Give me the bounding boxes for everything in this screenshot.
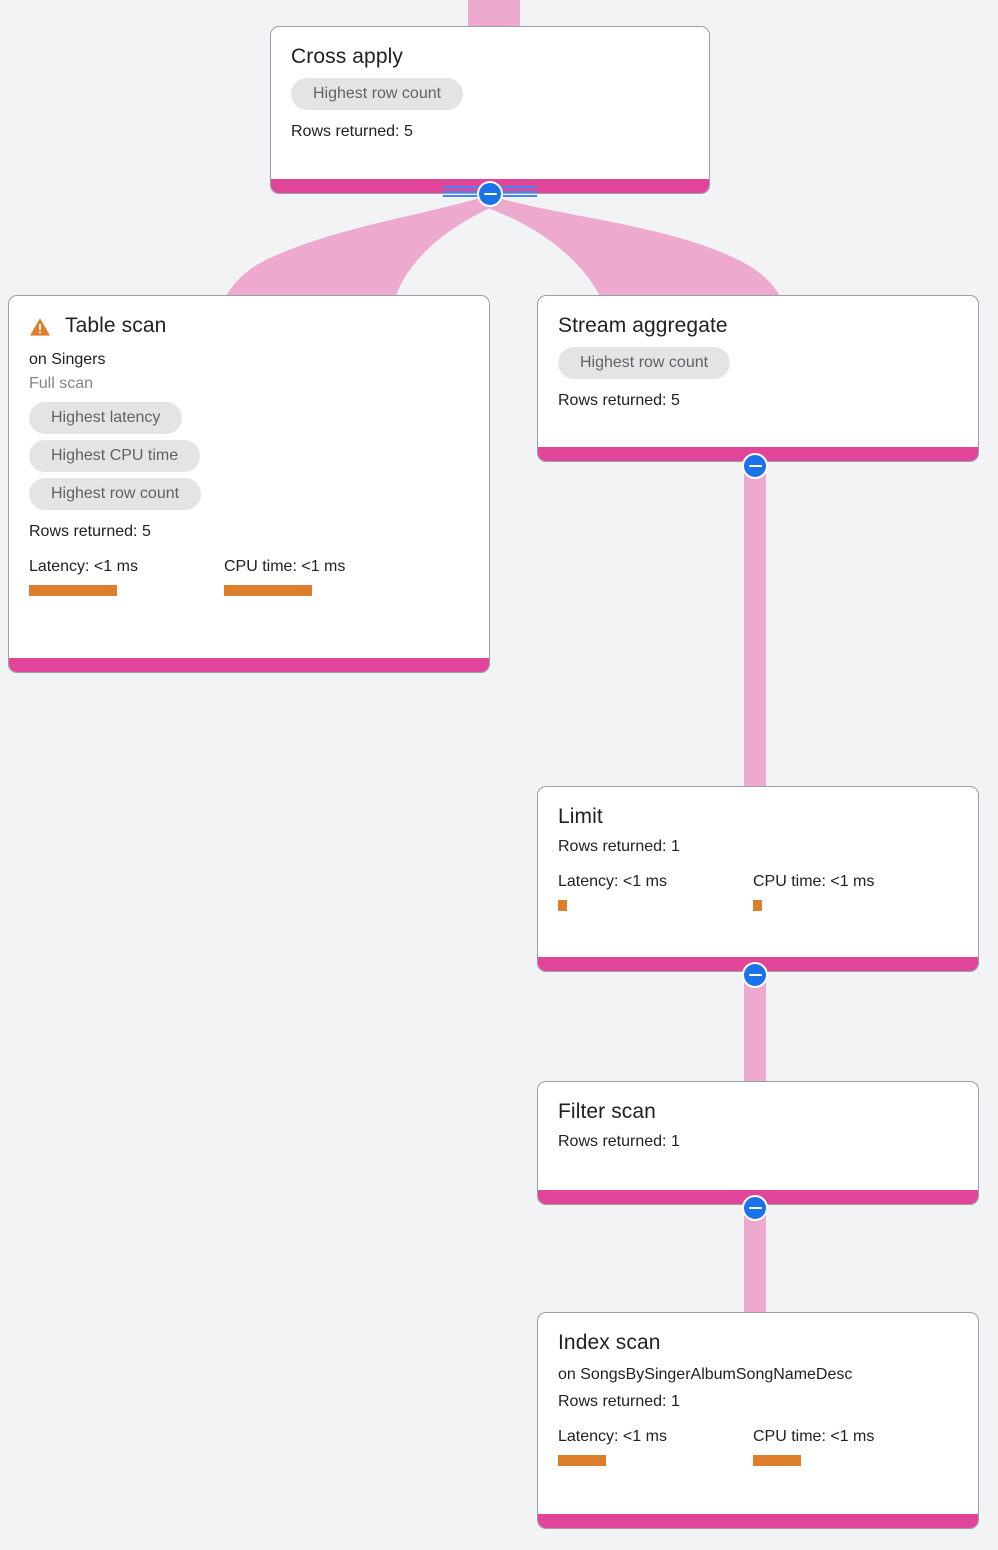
badge-list: Highest latency Highest CPU time Highest… <box>29 402 469 516</box>
badge-highest-latency: Highest latency <box>29 402 183 434</box>
node-table-scan[interactable]: Table scan on Singers Full scan Highest … <box>8 295 490 673</box>
node-title: Cross apply <box>291 45 403 68</box>
minus-icon <box>748 1206 762 1210</box>
node-header: Limit <box>558 803 958 831</box>
metric-list: Latency: <1 ms CPU time: <1 ms <box>558 1427 958 1466</box>
metric-label: Latency: <1 ms <box>558 873 667 890</box>
metric-bar <box>558 900 567 911</box>
collapse-button-stream-aggregate[interactable] <box>742 453 768 479</box>
metric-bar <box>753 900 762 911</box>
collapse-button-limit[interactable] <box>742 962 768 988</box>
node-footer-bar <box>9 658 489 672</box>
rows-returned: Rows returned: 1 <box>558 1393 680 1410</box>
metric-bar <box>753 1455 801 1466</box>
edge-limit-to-filter-scan <box>744 972 766 1081</box>
badge-list: Highest row count <box>291 78 689 116</box>
metric-latency: Latency: <1 ms <box>558 872 753 911</box>
node-header: Index scan <box>558 1329 958 1357</box>
minus-icon <box>483 192 497 196</box>
metric-latency: Latency: <1 ms <box>29 557 224 596</box>
metric-cpu-time: CPU time: <1 ms <box>753 1427 948 1466</box>
node-body: Stream aggregate Highest row count Rows … <box>538 296 978 447</box>
node-stream-aggregate[interactable]: Stream aggregate Highest row count Rows … <box>537 295 979 462</box>
node-index-scan[interactable]: Index scan on SongsBySingerAlbumSongName… <box>537 1312 979 1529</box>
metric-bar <box>558 1455 606 1466</box>
node-header: Stream aggregate <box>558 312 958 340</box>
node-title: Limit <box>558 805 603 828</box>
warning-triangle-icon <box>29 317 51 342</box>
badge-highest-cpu-time: Highest CPU time <box>29 440 201 472</box>
badge-highest-row-count: Highest row count <box>558 347 731 379</box>
node-header: Table scan <box>29 312 469 342</box>
node-title: Table scan <box>65 314 167 337</box>
metric-label: CPU time: <1 ms <box>753 873 875 890</box>
metric-label: CPU time: <1 ms <box>224 558 346 575</box>
node-body: Cross apply Highest row count Rows retur… <box>271 27 709 179</box>
node-subtitle: on SongsBySingerAlbumSongNameDesc <box>558 1366 853 1383</box>
edge-root-inflow <box>468 0 520 28</box>
metric-label: Latency: <1 ms <box>558 1428 667 1445</box>
minus-icon <box>748 973 762 977</box>
node-title: Index scan <box>558 1331 661 1354</box>
rows-returned: Rows returned: 5 <box>291 123 413 140</box>
edge-stream-aggregate-to-limit <box>744 462 766 786</box>
metric-list: Latency: <1 ms CPU time: <1 ms <box>29 557 469 596</box>
collapse-button-cross-apply[interactable] <box>477 181 503 207</box>
node-subtitle: on Singers <box>29 351 106 368</box>
rows-returned: Rows returned: 1 <box>558 838 680 855</box>
metric-cpu-time: CPU time: <1 ms <box>753 872 948 911</box>
edge-cross-apply-to-stream-aggregate <box>488 196 780 296</box>
collapse-button-filter-scan[interactable] <box>742 1195 768 1221</box>
node-filter-scan[interactable]: Filter scan Rows returned: 1 <box>537 1081 979 1205</box>
edge-cross-apply-to-table-scan <box>226 196 490 296</box>
badge-highest-row-count: Highest row count <box>29 478 202 510</box>
rows-returned: Rows returned: 5 <box>558 392 680 409</box>
node-title: Stream aggregate <box>558 314 728 337</box>
node-body: Index scan on SongsBySingerAlbumSongName… <box>538 1313 978 1514</box>
node-scan-type: Full scan <box>29 375 94 392</box>
metric-list: Latency: <1 ms CPU time: <1 ms <box>558 872 958 911</box>
metric-label: CPU time: <1 ms <box>753 1428 875 1445</box>
node-body: Limit Rows returned: 1 Latency: <1 ms CP… <box>538 787 978 957</box>
node-cross-apply[interactable]: Cross apply Highest row count Rows retur… <box>270 26 710 194</box>
rows-returned: Rows returned: 1 <box>558 1133 680 1150</box>
minus-icon <box>748 464 762 468</box>
badge-highest-row-count: Highest row count <box>291 78 464 110</box>
metric-label: Latency: <1 ms <box>29 558 138 575</box>
node-limit[interactable]: Limit Rows returned: 1 Latency: <1 ms CP… <box>537 786 979 972</box>
node-title: Filter scan <box>558 1100 656 1123</box>
metric-latency: Latency: <1 ms <box>558 1427 753 1466</box>
metric-bar <box>224 585 312 596</box>
node-footer-bar <box>538 1514 978 1528</box>
node-body: Table scan on Singers Full scan Highest … <box>9 296 489 658</box>
metric-cpu-time: CPU time: <1 ms <box>224 557 419 596</box>
node-header: Cross apply <box>291 43 689 71</box>
badge-list: Highest row count <box>558 347 958 385</box>
edge-filter-scan-to-index-scan <box>744 1205 766 1312</box>
node-body: Filter scan Rows returned: 1 <box>538 1082 978 1190</box>
rows-returned: Rows returned: 5 <box>29 523 151 540</box>
node-header: Filter scan <box>558 1098 958 1126</box>
metric-bar <box>29 585 117 596</box>
